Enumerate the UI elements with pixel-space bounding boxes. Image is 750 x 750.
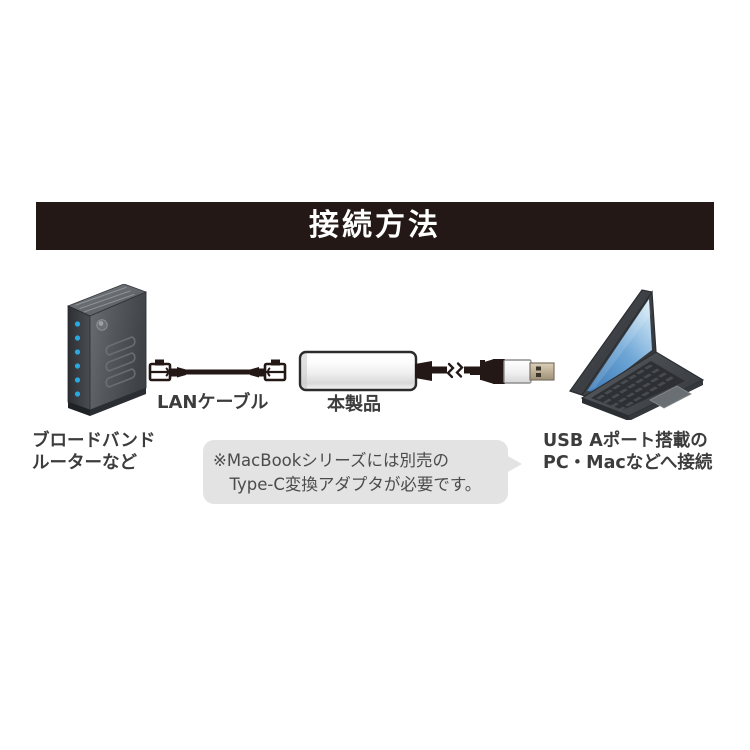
macbook-note-text: ※MacBookシリーズには別売の Type-C変換アダプタが必要です。 xyxy=(213,451,482,494)
label-router: ブロードバンド ルーターなど xyxy=(32,431,156,474)
lan-cable-illustration xyxy=(148,359,287,382)
laptop-illustration xyxy=(569,289,705,420)
rj45-connector-right xyxy=(263,359,287,382)
macbook-note-bubble xyxy=(203,440,508,504)
rj45-connector-left xyxy=(148,359,172,382)
router-led-group xyxy=(74,321,81,397)
broadband-router-illustration xyxy=(66,284,148,416)
page-title: 接続方法 xyxy=(309,208,441,243)
label-lan-cable: LANケーブル xyxy=(157,392,269,413)
usb-type-a-plug-illustration xyxy=(470,359,555,384)
macbook-note-bubble-tail xyxy=(506,455,522,473)
label-pc-connection: USB Aポート搭載の PC・Macなどへ接続 xyxy=(543,431,713,474)
product-adapter-illustration xyxy=(298,350,485,392)
label-product: 本製品 xyxy=(327,394,381,415)
cable-break-mark xyxy=(446,362,464,379)
section-title-banner: 接続方法 xyxy=(36,202,714,250)
